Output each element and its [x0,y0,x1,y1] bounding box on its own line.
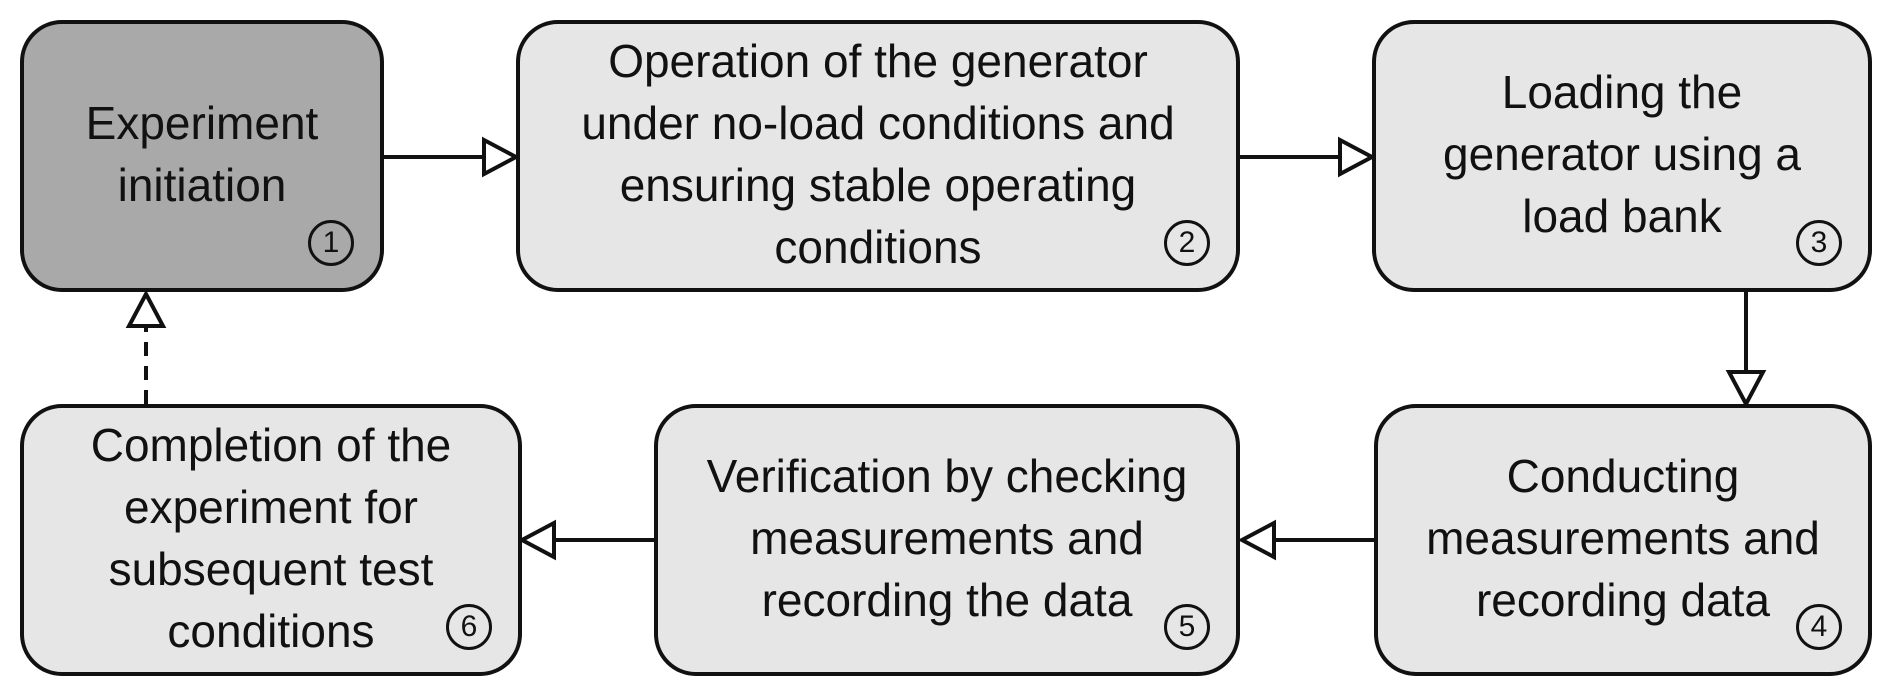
arrow-6-to-1-dashed [125,289,167,404]
step-label-3: Loading the generator using a load bank [1442,66,1802,242]
arrow-5-to-6 [517,519,654,561]
step-box-6: Completion of the experiment for subsequ… [20,404,522,676]
step-label-1: Experiment initiation [85,97,319,211]
step-number-badge-3: 3 [1796,220,1842,266]
step-number-badge-4: 4 [1796,604,1842,650]
step-box-4: Conducting measurements and recording da… [1374,404,1872,676]
arrow-3-to-4 [1725,292,1767,409]
arrow-4-to-5 [1237,519,1374,561]
step-box-1: Experiment initiation 1 [20,20,384,292]
step-label-4: Conducting measurements and recording da… [1426,450,1820,626]
step-label-5: Verification by checking measurements an… [706,450,1188,626]
step-label-6: Completion of the experiment for subsequ… [90,419,452,657]
step-number-badge-5: 5 [1164,604,1210,650]
step-number-badge-2: 2 [1164,220,1210,266]
arrow-2-to-3 [1240,136,1377,178]
step-box-2: Operation of the generator under no-load… [516,20,1240,292]
arrow-1-to-2 [384,136,521,178]
step-box-5: Verification by checking measurements an… [654,404,1240,676]
step-number-badge-6: 6 [446,604,492,650]
step-label-2: Operation of the generator under no-load… [581,35,1175,273]
step-number-badge-1: 1 [308,220,354,266]
step-box-3: Loading the generator using a load bank … [1372,20,1872,292]
